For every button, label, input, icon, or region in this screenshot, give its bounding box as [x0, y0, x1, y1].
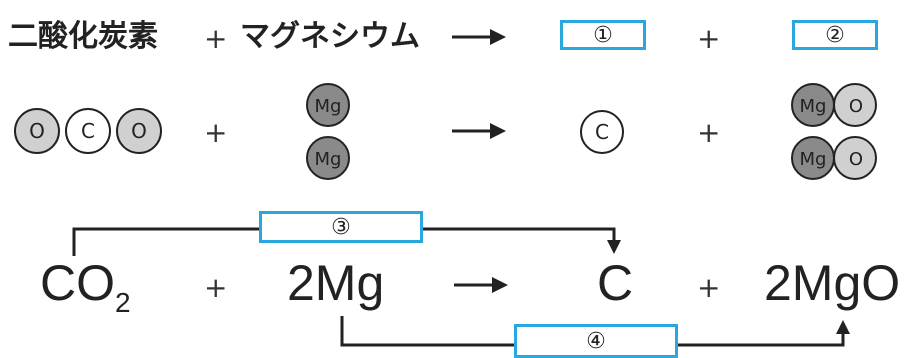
- oxygen-atom: [116, 108, 162, 154]
- magnesium-atom: [791, 83, 835, 127]
- word-plus-1: +: [204, 22, 228, 55]
- eq-plus-1: +: [204, 271, 228, 304]
- magnesium-atom: [791, 136, 835, 180]
- carbon-atom-model: C: [580, 110, 624, 154]
- carbon-atom: [65, 108, 111, 154]
- formula-co: CO: [40, 255, 115, 311]
- eq-plus-2: +: [697, 271, 721, 304]
- word-arrow-icon: [452, 29, 506, 45]
- model-arrow-icon: [452, 123, 506, 139]
- oxygen-atom: [14, 108, 60, 154]
- svg-text:Mg: Mg: [315, 96, 342, 117]
- carbon-atom: [580, 110, 624, 154]
- blank-2[interactable]: ②: [792, 20, 878, 50]
- blank-4[interactable]: ④: [514, 324, 678, 358]
- mg-atoms-model: Mg Mg: [306, 83, 350, 180]
- model-plus-1: +: [204, 116, 228, 149]
- formula-co2: CO2: [40, 255, 131, 317]
- word-reactant-co2: 二酸化炭素: [8, 19, 158, 54]
- svg-text:O: O: [849, 149, 863, 170]
- formula-2mgo: 2MgO: [764, 255, 901, 311]
- svg-text:O: O: [29, 119, 45, 143]
- word-reactant-mg: マグネシウム: [240, 19, 420, 54]
- bracket-bottom-arrowhead: [836, 320, 850, 334]
- blank-3[interactable]: ③: [259, 211, 423, 243]
- svg-text:C: C: [81, 119, 95, 143]
- bracket-top-arrowhead: [607, 240, 621, 254]
- mgo-molecules-model: Mg O Mg O: [791, 83, 877, 180]
- co2-molecule-model: O C O: [14, 108, 162, 154]
- word-plus-2: +: [697, 22, 721, 55]
- blank-1[interactable]: ①: [560, 20, 646, 50]
- svg-text:O: O: [131, 119, 147, 143]
- svg-text:O: O: [849, 96, 863, 117]
- svg-text:C: C: [595, 120, 609, 144]
- model-plus-2: +: [697, 116, 721, 149]
- formula-2mg: 2Mg: [287, 255, 385, 311]
- magnesium-atom: [306, 136, 350, 180]
- formula-subscript-2: 2: [115, 287, 131, 318]
- magnesium-atom: [306, 83, 350, 127]
- svg-text:Mg: Mg: [800, 149, 827, 170]
- svg-text:Mg: Mg: [315, 149, 342, 170]
- eq-arrow-icon: [454, 277, 508, 293]
- svg-text:Mg: Mg: [800, 96, 827, 117]
- formula-c: C: [597, 255, 634, 311]
